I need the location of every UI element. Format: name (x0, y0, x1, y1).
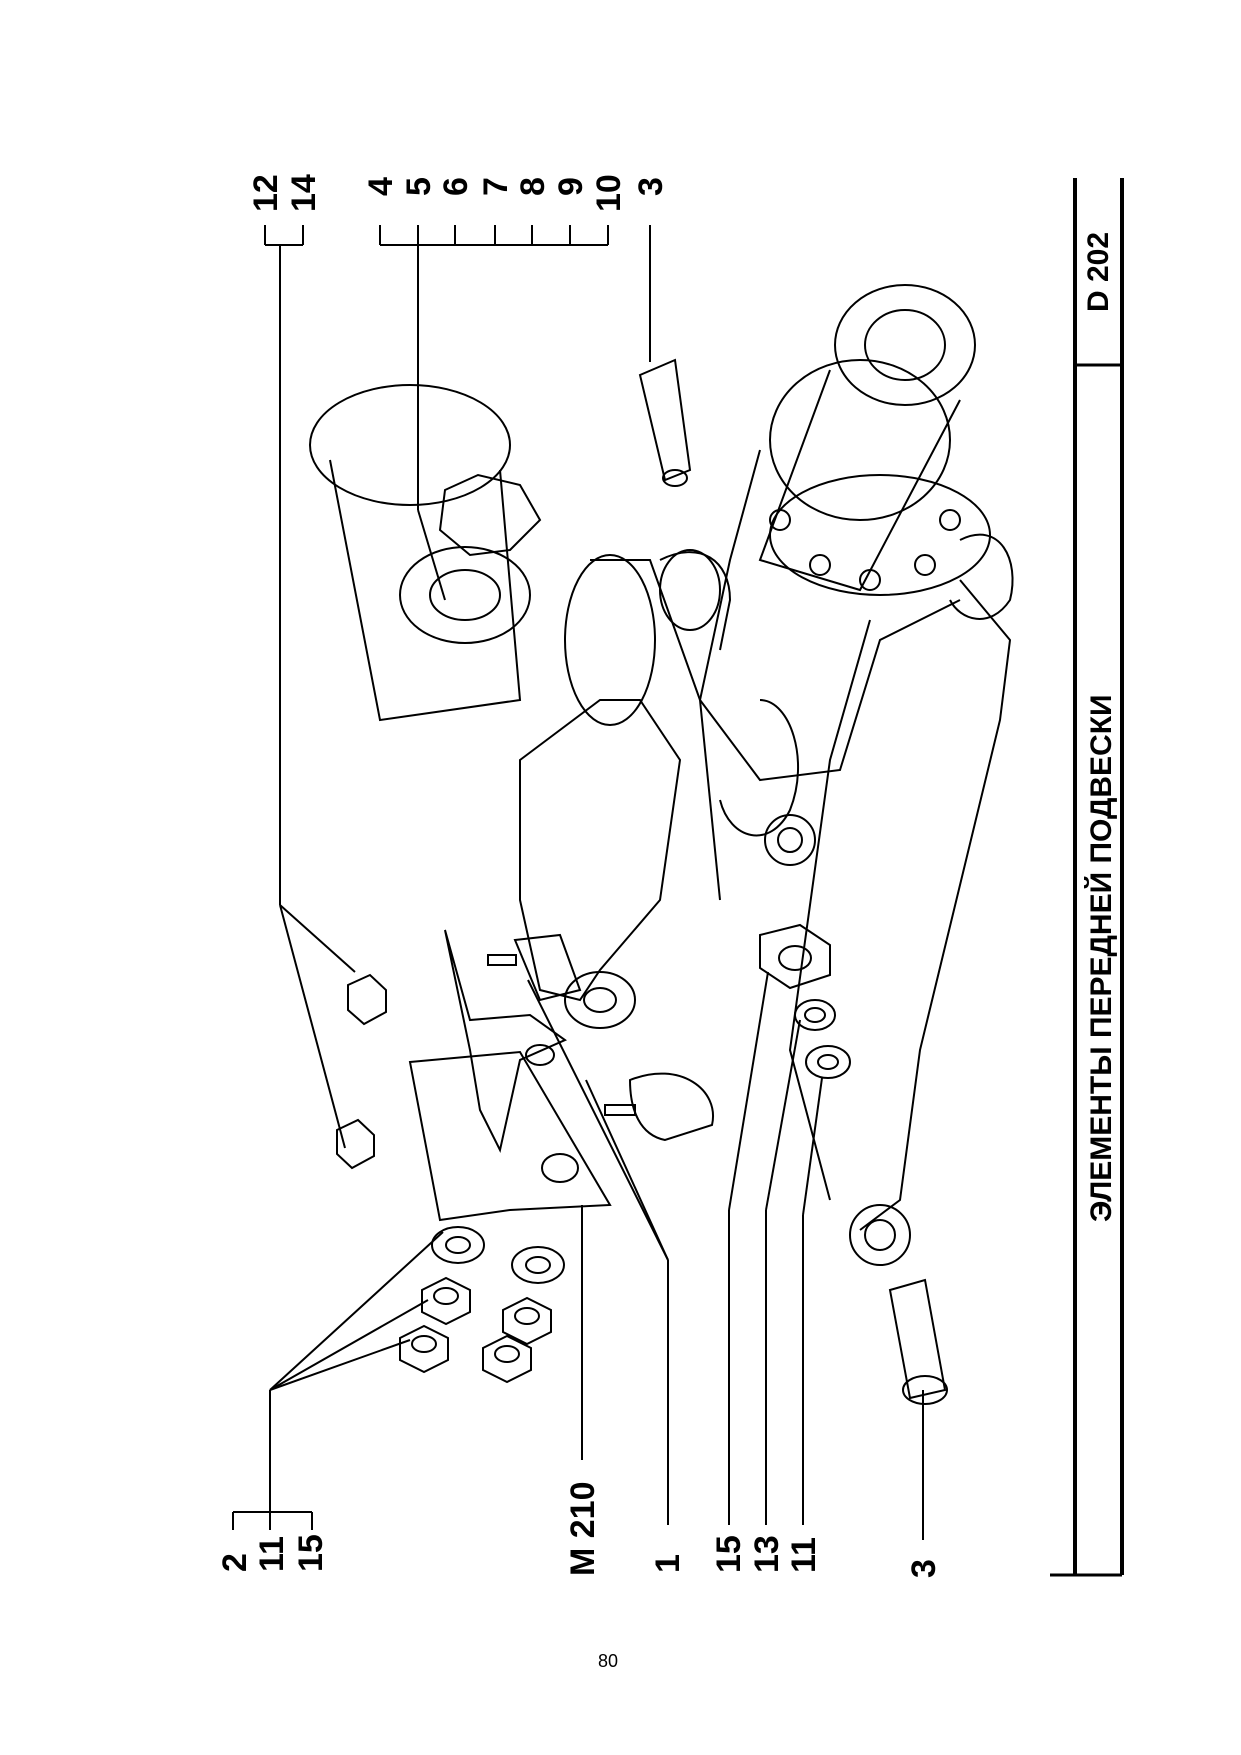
upper-arm-link (519, 559, 721, 1029)
callout-5: 5 (400, 177, 438, 196)
callout-1: 1 (649, 1554, 687, 1573)
spring-assembly (564, 549, 732, 726)
title-block-frame (1050, 178, 1124, 1577)
callout-3-bottom: 3 (905, 1559, 943, 1578)
callout-m210: M 210 (564, 1481, 602, 1577)
callout-11: 11 (785, 1537, 823, 1573)
callout-14: 14 (285, 174, 323, 212)
title-text: ЭЛЕМЕНТЫ ПЕРЕДНЕЙ ПОДВЕСКИ (1085, 694, 1118, 1222)
title: ЭЛЕМЕНТЫ ПЕРЕДНЕЙ ПОДВЕСКИ (1085, 694, 1118, 1222)
leader-lines (232, 225, 924, 1540)
callout-3-top: 3 (632, 177, 670, 196)
knuckle-and-control-arm (698, 449, 1014, 1266)
top-mount (309, 384, 542, 722)
callout-8: 8 (514, 177, 552, 196)
callout-9: 9 (552, 177, 590, 196)
callout-4: 4 (362, 177, 400, 196)
mounting-bracket (408, 929, 612, 1222)
pivot-pins (638, 358, 948, 1405)
drawing-code-text: D 202 (1082, 231, 1115, 312)
bump-stops (487, 933, 715, 1142)
callout-10: 10 (590, 174, 628, 212)
callout-12: 12 (247, 174, 285, 212)
callout-13: 13 (748, 1535, 786, 1573)
wheel-hub (758, 284, 991, 596)
callout-2: 2 (216, 1553, 254, 1572)
page-number: 80 (598, 1651, 619, 1671)
lock-nuts (336, 973, 387, 1170)
washers-and-nuts (399, 1226, 565, 1384)
callout-15: 15 (710, 1535, 748, 1573)
callout-15-group: 15 (292, 1534, 330, 1572)
callout-7: 7 (477, 177, 515, 196)
callout-6: 6 (437, 177, 475, 196)
callout-11-group: 11 (253, 1536, 291, 1572)
drawing-code: D 202 (1082, 231, 1115, 312)
